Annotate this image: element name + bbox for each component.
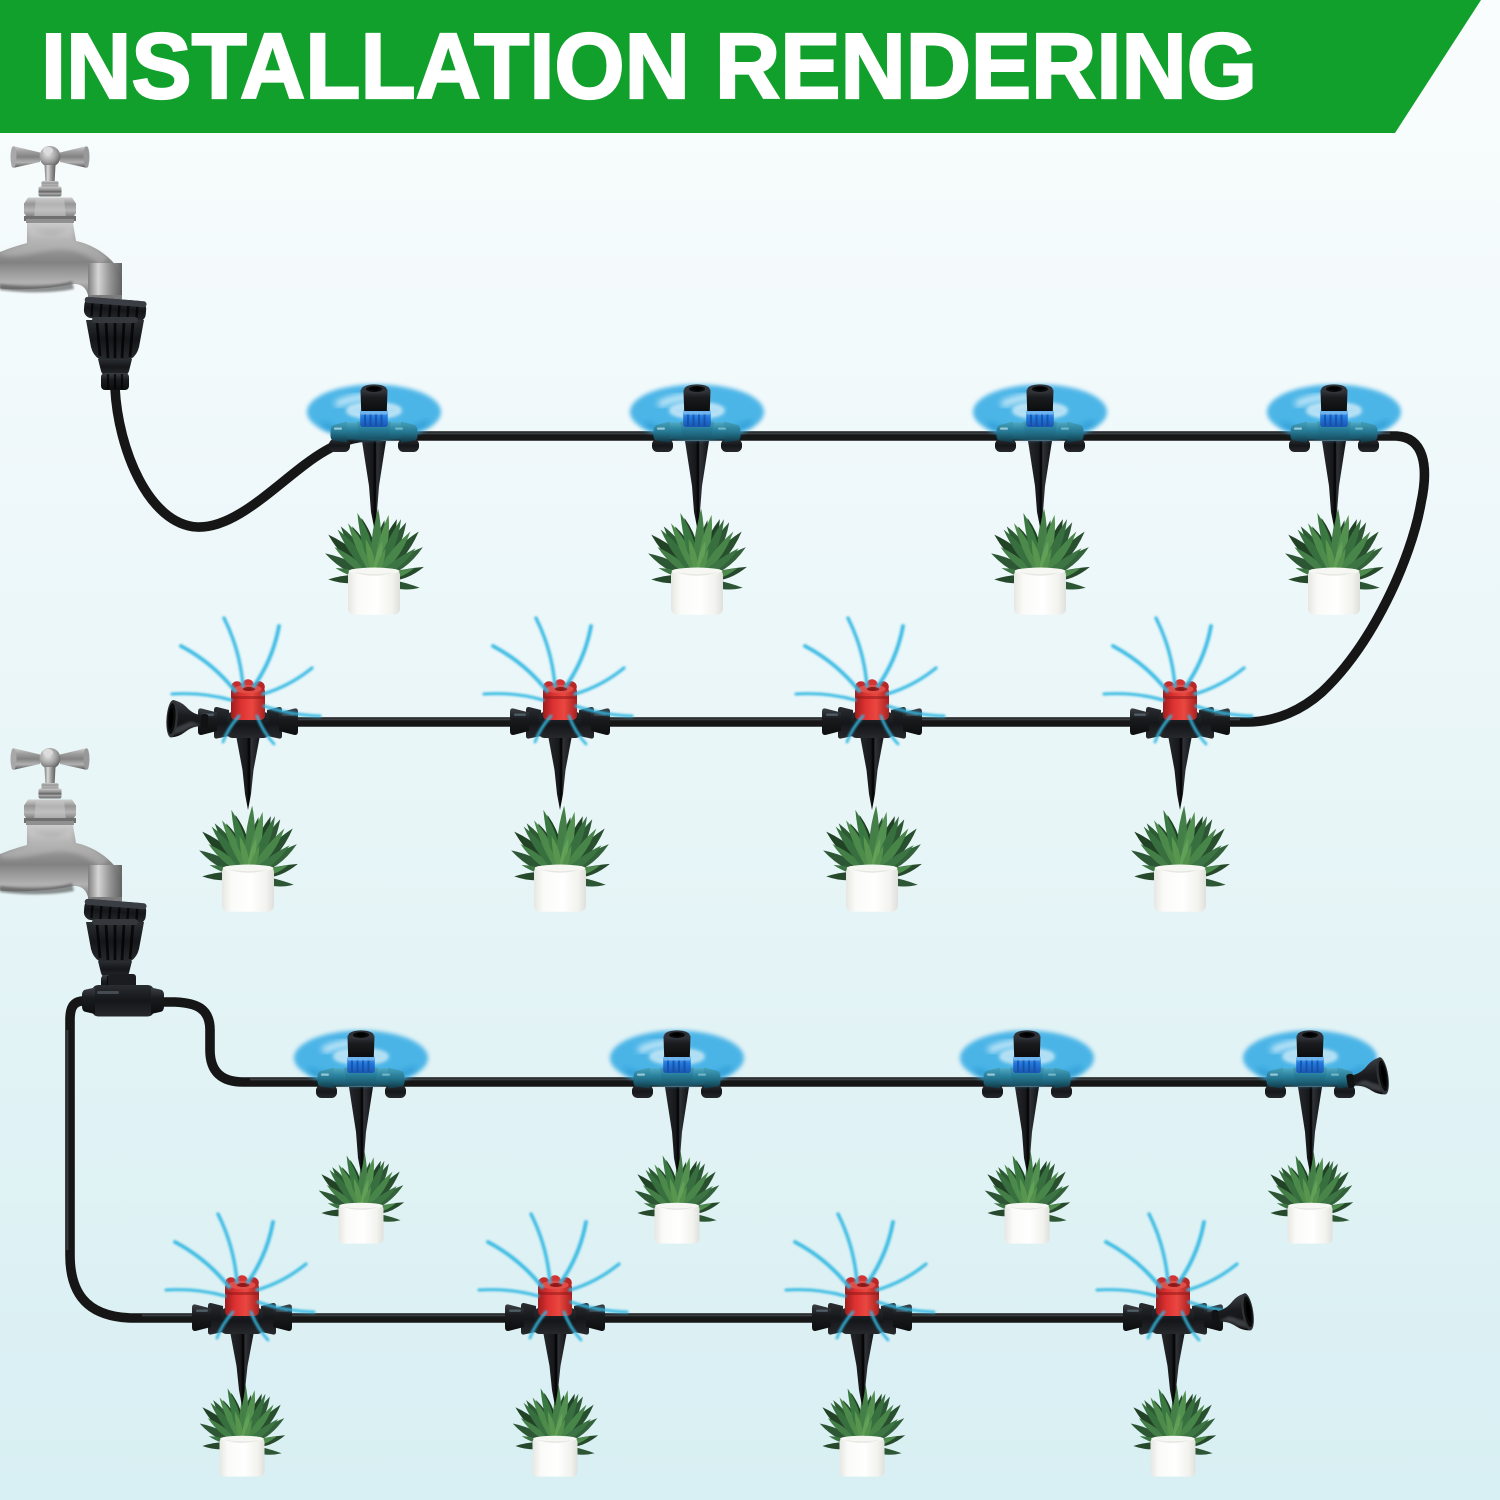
svg-text:INSTALLATION RENDERING: INSTALLATION RENDERING xyxy=(41,14,1257,118)
